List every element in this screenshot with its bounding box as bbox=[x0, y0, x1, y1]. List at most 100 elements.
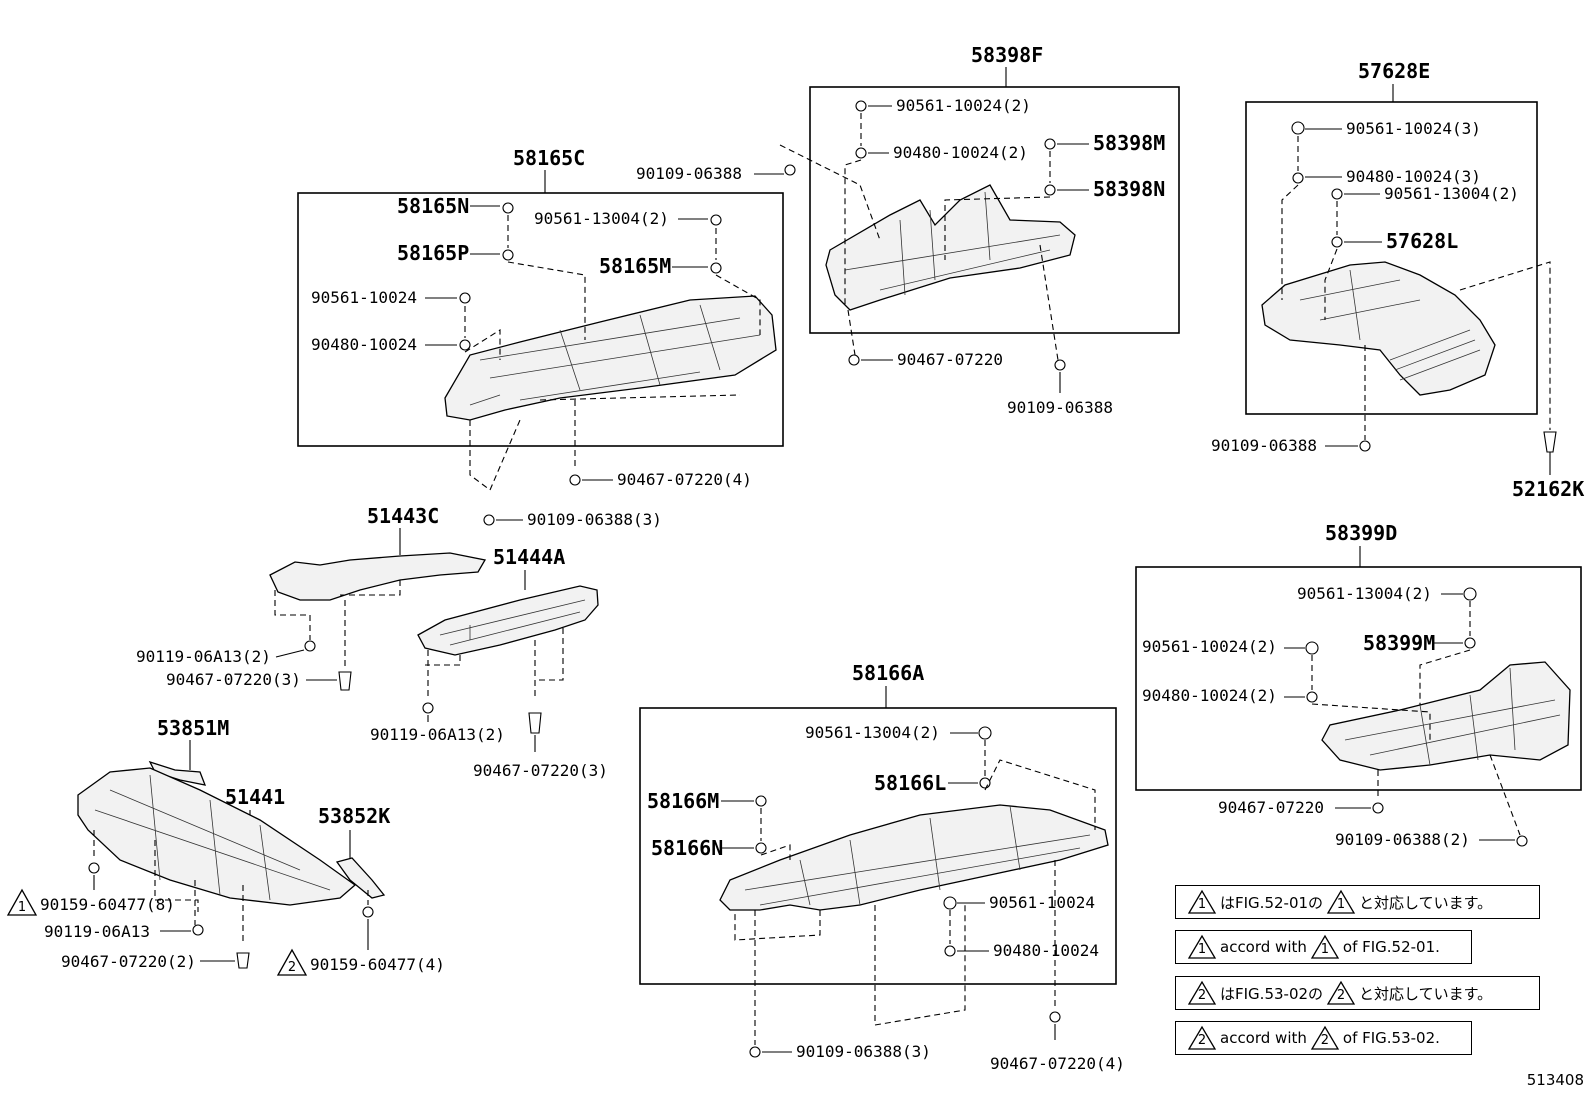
part-label-58165P[interactable]: 58165P bbox=[397, 241, 469, 265]
part-label-90561-10024-2[interactable]: 90561-10024(2) bbox=[1142, 637, 1277, 656]
warning-triangle-icon: 1 bbox=[1187, 889, 1217, 915]
part-label-90561-10024-3[interactable]: 90561-10024(3) bbox=[1346, 119, 1481, 138]
part-label-51444A[interactable]: 51444A bbox=[493, 545, 565, 569]
bolt-icon bbox=[422, 702, 434, 714]
part-label-58166N[interactable]: 58166N bbox=[651, 836, 723, 860]
part-label-58165N[interactable]: 58165N bbox=[397, 194, 469, 218]
part-label-90119-06A13[interactable]: 90119-06A13 bbox=[44, 922, 150, 941]
group-title-58165C[interactable]: 58165C bbox=[513, 146, 585, 170]
bolt-icon bbox=[304, 640, 316, 652]
nut-icon bbox=[944, 945, 956, 957]
nut-icon bbox=[855, 147, 867, 159]
undercover-panel-58398F bbox=[825, 184, 1076, 311]
clip-icon bbox=[755, 795, 767, 807]
part-label-58165M[interactable]: 58165M bbox=[599, 254, 671, 278]
note-en-fig-52-01: 1 accord with 1 of FIG.52-01. bbox=[1175, 930, 1472, 964]
clip-icon bbox=[502, 249, 514, 261]
cover-51443C bbox=[269, 552, 487, 601]
clip-icon bbox=[978, 726, 992, 740]
clip-icon bbox=[710, 214, 722, 226]
part-label-90109-06388-3[interactable]: 90109-06388(3) bbox=[527, 510, 662, 529]
screw-icon bbox=[1372, 802, 1384, 814]
bolt-icon bbox=[362, 906, 374, 918]
part-label-90109-06388-bottom[interactable]: 90109-06388 bbox=[1007, 398, 1113, 417]
note-text: はFIG.53-02の bbox=[1220, 984, 1324, 1003]
clip-icon bbox=[1331, 188, 1343, 200]
part-label-90480-10024-3[interactable]: 90480-10024(3) bbox=[1346, 167, 1481, 186]
clip-icon bbox=[1463, 587, 1477, 601]
part-label-90467-07220[interactable]: 90467-07220 bbox=[897, 350, 1003, 369]
undercover-panel-57628E bbox=[1261, 261, 1496, 396]
part-label-90119-06A13-2a[interactable]: 90119-06A13(2) bbox=[136, 647, 271, 666]
part-label-90109-06388-3[interactable]: 90109-06388(3) bbox=[796, 1042, 931, 1061]
part-label-90467-07220-3b[interactable]: 90467-07220(3) bbox=[473, 761, 608, 780]
group-title-58399D[interactable]: 58399D bbox=[1325, 521, 1397, 545]
part-label-90561-13004-2[interactable]: 90561-13004(2) bbox=[1384, 184, 1519, 203]
part-label-90467-07220-3a[interactable]: 90467-07220(3) bbox=[166, 670, 301, 689]
pin-icon bbox=[1543, 431, 1557, 453]
part-label-52162K[interactable]: 52162K bbox=[1512, 477, 1584, 501]
part-label-51441[interactable]: 51441 bbox=[225, 785, 285, 809]
part-label-58398N[interactable]: 58398N bbox=[1093, 177, 1165, 201]
group-58399D: 58399D 90561-13004(2) 90561-10024(2) 583… bbox=[1135, 521, 1582, 849]
nut-icon bbox=[710, 262, 722, 274]
screw-icon bbox=[569, 474, 581, 486]
part-label-90109-06388-2[interactable]: 90109-06388(2) bbox=[1335, 830, 1470, 849]
part-label-90109-06388[interactable]: 90109-06388 bbox=[1211, 436, 1317, 455]
note-text: と対応しています。 bbox=[1359, 984, 1493, 1003]
bolt-icon bbox=[192, 924, 204, 936]
part-label-90561-10024-2[interactable]: 90561-10024(2) bbox=[896, 96, 1031, 115]
group-title-57628E[interactable]: 57628E bbox=[1358, 59, 1430, 83]
bolt-icon bbox=[483, 514, 495, 526]
part-label-51443C[interactable]: 51443C bbox=[367, 504, 439, 528]
note-text: accord with bbox=[1220, 1029, 1307, 1047]
part-label-58166M[interactable]: 58166M bbox=[647, 789, 719, 813]
part-label-53851M[interactable]: 53851M bbox=[157, 716, 229, 740]
illustration-reference-number: 513408 bbox=[1526, 1071, 1584, 1089]
part-label-90480-10024[interactable]: 90480-10024 bbox=[993, 941, 1099, 960]
clip-icon bbox=[1291, 121, 1305, 135]
part-label-90119-06A13-2b[interactable]: 90119-06A13(2) bbox=[370, 725, 505, 744]
group-title-58166A[interactable]: 58166A bbox=[852, 661, 924, 685]
clip-icon bbox=[502, 202, 514, 214]
note-text: と対応しています。 bbox=[1359, 893, 1493, 912]
part-label-58399M[interactable]: 58399M bbox=[1363, 631, 1435, 655]
bolt-icon bbox=[1054, 359, 1066, 371]
part-label-53852K[interactable]: 53852K bbox=[318, 804, 390, 828]
nut-icon bbox=[1292, 172, 1304, 184]
clip-icon bbox=[1305, 641, 1319, 655]
part-label-90480-10024[interactable]: 90480-10024 bbox=[311, 335, 417, 354]
group-58165C: 58165C 58165N 58165P 90561-13004(2) 5816… bbox=[297, 146, 784, 529]
clip-icon bbox=[855, 100, 867, 112]
group-frame-57628E bbox=[1245, 101, 1538, 415]
part-label-90480-10024-2[interactable]: 90480-10024(2) bbox=[893, 143, 1028, 162]
warning-triangle-icon: 2 bbox=[1187, 1025, 1217, 1051]
engine-undercover-51441 bbox=[77, 767, 357, 906]
nut-icon bbox=[459, 339, 471, 351]
part-label-90109-06388-top[interactable]: 90109-06388 bbox=[636, 164, 742, 183]
part-label-57628L[interactable]: 57628L bbox=[1386, 229, 1458, 253]
pin-icon bbox=[338, 671, 352, 691]
part-label-90561-13004[interactable]: 90561-13004(2) bbox=[534, 209, 669, 228]
part-label-90467-07220-4[interactable]: 90467-07220(4) bbox=[617, 470, 752, 489]
part-label-90467-07220-2[interactable]: 90467-07220(2) bbox=[61, 952, 196, 971]
part-label-58166L[interactable]: 58166L bbox=[874, 771, 946, 795]
part-label-90561-13004-2[interactable]: 90561-13004(2) bbox=[1297, 584, 1432, 603]
part-label-90159-60477-8[interactable]: 90159-60477(8) bbox=[40, 895, 175, 914]
part-label-58398M[interactable]: 58398M bbox=[1093, 131, 1165, 155]
warning-triangle-icon bbox=[6, 888, 38, 916]
part-label-90159-60477-4[interactable]: 90159-60477(4) bbox=[310, 955, 445, 974]
part-label-90467-07220[interactable]: 90467-07220 bbox=[1218, 798, 1324, 817]
group-title-58398F[interactable]: 58398F bbox=[971, 43, 1043, 67]
bracket-53852K bbox=[335, 857, 386, 899]
part-label-90561-10024[interactable]: 90561-10024 bbox=[989, 893, 1095, 912]
bolt-icon bbox=[1516, 835, 1528, 847]
cover-51444A bbox=[417, 585, 599, 656]
part-label-90480-10024-2[interactable]: 90480-10024(2) bbox=[1142, 686, 1277, 705]
part-label-90561-13004-2[interactable]: 90561-13004(2) bbox=[805, 723, 940, 742]
part-label-90467-07220-4[interactable]: 90467-07220(4) bbox=[990, 1054, 1125, 1073]
warning-triangle-icon: 1 bbox=[1310, 934, 1340, 960]
clip-icon bbox=[943, 896, 957, 910]
part-label-90561-10024[interactable]: 90561-10024 bbox=[311, 288, 417, 307]
